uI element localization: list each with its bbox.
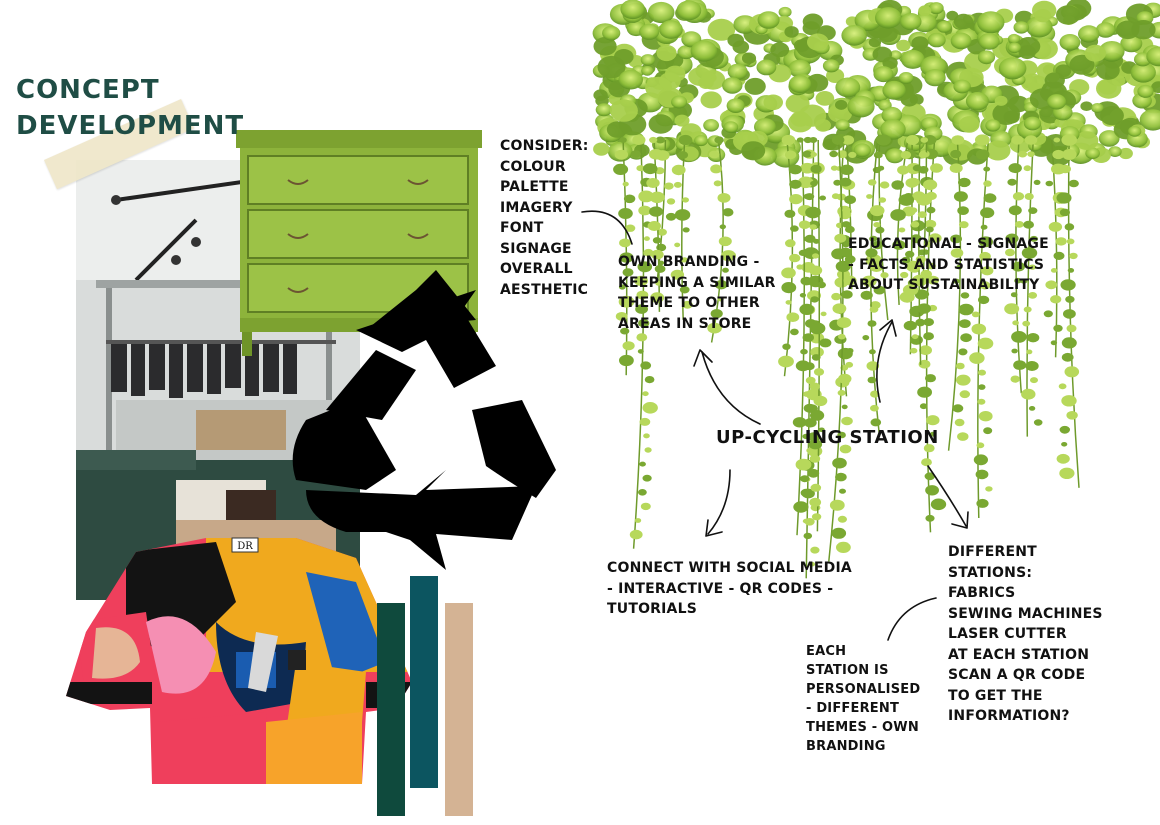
note-line: aesthetic (500, 281, 589, 298)
note-line: branding (806, 739, 886, 754)
note-line: colour (500, 158, 566, 175)
color-swatch-tan (445, 603, 473, 816)
note-line: Own branding - (618, 254, 760, 270)
note-social-media: Connect with social media - interactive … (607, 558, 852, 620)
note-center-upcycling-station: Up-cycling station (716, 426, 939, 450)
note-line: areas in store (618, 315, 752, 332)
recycle-icon (286, 270, 556, 580)
note-line: signage (500, 240, 572, 257)
note-line: personalised (806, 682, 921, 697)
note-line: palette (500, 179, 569, 195)
note-different-stations: Different stations: fabrics sewing machi… (948, 542, 1103, 727)
note-line: station is (806, 663, 889, 678)
note-line: Different (948, 544, 1037, 560)
note-line: overall (500, 261, 573, 277)
title-line-1: Concept (16, 75, 160, 105)
note-line: themes - own (806, 720, 919, 735)
color-swatch-teal (410, 576, 438, 788)
note-line: - facts and statistics (848, 256, 1045, 273)
arrow-center-to-stations-head (951, 511, 969, 529)
note-line: Each (806, 644, 847, 659)
note-line: Connect with social media (607, 560, 852, 576)
note-line: keeping a similar (618, 274, 776, 291)
center-label: Up-cycling station (716, 427, 939, 448)
note-line: stations: (948, 564, 1033, 581)
color-swatch-dark-green (377, 603, 405, 816)
note-line: to get the (948, 687, 1043, 704)
note-line: Consider: (500, 138, 589, 154)
note-line: - interactive - QR codes - (607, 580, 834, 597)
arrow-personalised-to-stations (887, 597, 937, 641)
note-line: fabrics (948, 585, 1016, 601)
note-line: - different (806, 701, 900, 716)
note-line: tutorials (607, 601, 697, 617)
note-line: laser cutter (948, 626, 1067, 642)
page-title: Concept Development (16, 72, 244, 144)
note-educational: Educational - signage - facts and statis… (848, 234, 1049, 296)
note-personalised: Each station is personalised - different… (806, 642, 920, 756)
note-line: Educational - signage (848, 236, 1049, 252)
note-line: about sustainability (848, 277, 1040, 293)
note-line: scan a QR code (948, 667, 1086, 683)
title-line-2: Development (16, 111, 245, 141)
note-line: sewing machines (948, 605, 1103, 622)
note-line: at each station (948, 646, 1090, 663)
note-line: font (500, 220, 544, 236)
note-own-branding: Own branding - keeping a similar theme t… (618, 252, 776, 334)
green-chest-of-drawers (236, 130, 482, 358)
note-line: imagery (500, 199, 573, 216)
note-consider: Consider: colour palette imagery font si… (500, 136, 589, 300)
tshirt-tag-label: DR (237, 541, 253, 552)
hanging-ivy-plants (592, 0, 1160, 579)
note-line: theme to other (618, 295, 760, 311)
arrow-center-to-social-head (705, 519, 723, 537)
note-line: information? (948, 708, 1070, 724)
